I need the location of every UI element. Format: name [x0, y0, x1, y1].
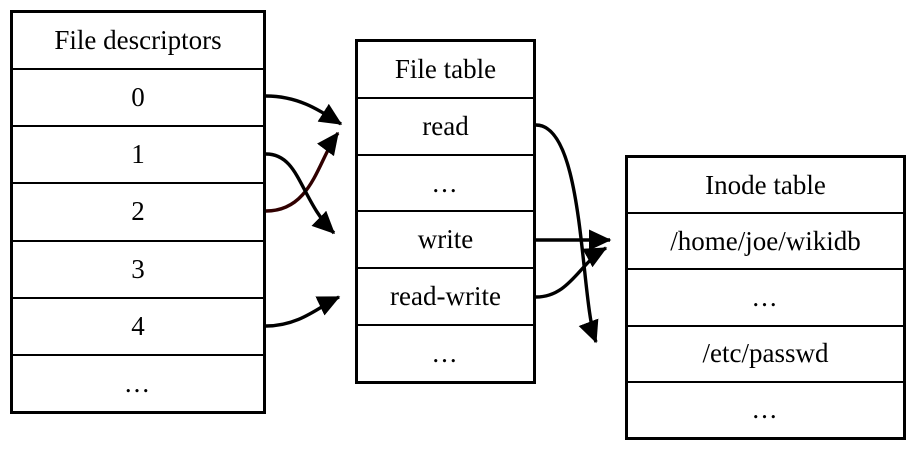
cell-value: 0 [131, 82, 145, 113]
table-row[interactable]: ... [358, 326, 533, 381]
connector-fd4-to-read-write [265, 295, 341, 328]
file-descriptors-table: File descriptors 0 1 2 3 4 ... [10, 10, 266, 414]
cell-value: /home/joe/wikidb [670, 225, 861, 256]
table-row[interactable]: read-write [358, 269, 533, 327]
connector-read-write-to-wikidb [535, 246, 608, 299]
table-row[interactable]: /home/joe/wikidb [628, 214, 903, 271]
file-table: File table read ... write read-write ... [355, 39, 536, 384]
table-row[interactable]: ... [358, 155, 533, 213]
cell-value: write [417, 224, 474, 255]
file-descriptors-table-header: File descriptors [13, 13, 263, 71]
cell-value: /etc/passwd [702, 338, 829, 369]
cell-value: ... [124, 367, 152, 398]
cell-value: ... [432, 167, 459, 198]
table-row[interactable]: 1 [13, 127, 263, 185]
cell-value: read-write [390, 281, 501, 312]
cell-value: read [422, 110, 469, 141]
cell-value: 2 [131, 196, 145, 227]
table-row[interactable]: 4 [13, 298, 263, 356]
table-row[interactable]: write [358, 212, 533, 270]
connector-fd2-to-read [265, 131, 340, 213]
table-row[interactable]: ... [628, 270, 903, 327]
table-row[interactable]: 2 [13, 184, 263, 242]
cell-value: 3 [131, 253, 145, 284]
cell-value: ... [432, 338, 459, 369]
table-row[interactable]: 0 [13, 70, 263, 128]
inode-table-header: Inode table [628, 158, 903, 215]
connector-fd1-to-write [265, 152, 336, 235]
table-row[interactable]: read [358, 98, 533, 156]
table-row[interactable]: ... [13, 355, 263, 411]
connector-fd0-to-read [265, 94, 343, 126]
table-row[interactable]: 3 [13, 241, 263, 299]
cell-value: 4 [131, 310, 145, 341]
table-row[interactable]: ... [628, 382, 903, 438]
inode-table: Inode table /home/joe/wikidb ... /etc/pa… [625, 155, 906, 440]
cell-value: ... [752, 282, 779, 312]
cell-value: ... [752, 394, 779, 425]
file-table-header: File table [358, 42, 533, 99]
table-row[interactable]: /etc/passwd [628, 326, 903, 383]
cell-value: 1 [131, 139, 145, 170]
connector-read-to-passwd [535, 123, 599, 344]
